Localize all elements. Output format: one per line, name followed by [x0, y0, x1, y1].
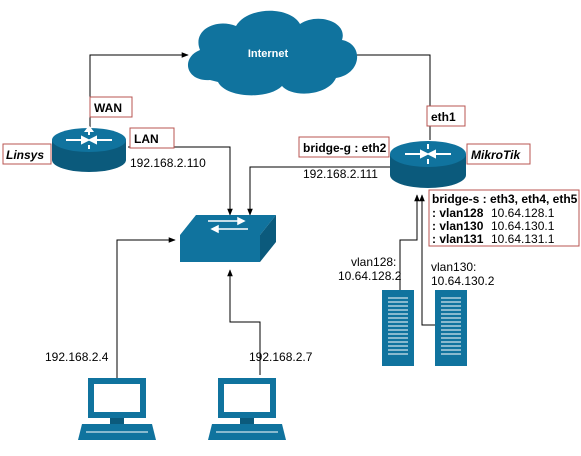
link-mikrotik-internet [344, 52, 431, 140]
pc2-ip-label: 192.168.2.7 [249, 350, 313, 364]
link-pc2-switch [227, 269, 261, 375]
mikrotik-ip-label: 192.168.2.111 [303, 167, 378, 181]
linsys-name-box: Linsys [2, 143, 52, 165]
linsys-router-icon [52, 125, 126, 172]
pc1-ip-label: 192.168.2.4 [45, 350, 109, 364]
link-server1-mikrotik [399, 194, 420, 290]
bridge-g-label: bridge-g : eth2 [303, 141, 387, 155]
internet-cloud-icon: Internet [187, 10, 358, 96]
eth1-label: eth1 [431, 110, 456, 124]
bridge-s-vlan-box: bridge-s : eth3, eth4, eth5 : vlan128 10… [428, 189, 580, 247]
vlan130-ip: 10.64.130.1 [491, 219, 555, 233]
mikrotik-name-box: MikroTik [466, 143, 531, 165]
linsys-ip-label: 192.168.2.110 [130, 156, 206, 170]
server1-vlan-label: vlan128: [351, 255, 396, 269]
pc2-computer-icon [208, 378, 286, 440]
bridge-g-label-box: bridge-g : eth2 [298, 136, 390, 158]
server1-ip-label: 10.64.128.2 [338, 269, 402, 283]
internet-label: Internet [248, 48, 289, 60]
vlan128-ip: 10.64.128.1 [491, 206, 555, 220]
switch-icon [180, 215, 276, 262]
eth1-label-box: eth1 [426, 105, 466, 127]
link-pc1-switch [116, 237, 176, 381]
vlan131-name: : vlan131 [432, 232, 484, 246]
wan-label: WAN [94, 101, 122, 115]
vlan128-name: : vlan128 [432, 206, 484, 220]
link-server2-mikrotik [419, 194, 435, 326]
lan-label-box: LAN [129, 127, 175, 149]
server-vlan128-icon [382, 290, 414, 366]
mikrotik-name: MikroTik [471, 148, 521, 162]
wan-label-box: WAN [89, 96, 133, 118]
server2-vlan-label: vlan130: [431, 260, 476, 274]
linsys-name: Linsys [6, 148, 44, 162]
pc1-computer-icon [78, 378, 156, 440]
vlan131-ip: 10.64.131.1 [491, 232, 555, 246]
link-mikrotik-switch [247, 166, 390, 216]
bridge-s-label: bridge-s : eth3, eth4, eth5 [432, 192, 578, 206]
mikrotik-router-icon [390, 141, 466, 188]
vlan130-name: : vlan130 [432, 219, 484, 233]
server-vlan130-icon [435, 290, 467, 366]
lan-label: LAN [134, 132, 159, 146]
server2-ip-label: 10.64.130.2 [431, 274, 495, 288]
